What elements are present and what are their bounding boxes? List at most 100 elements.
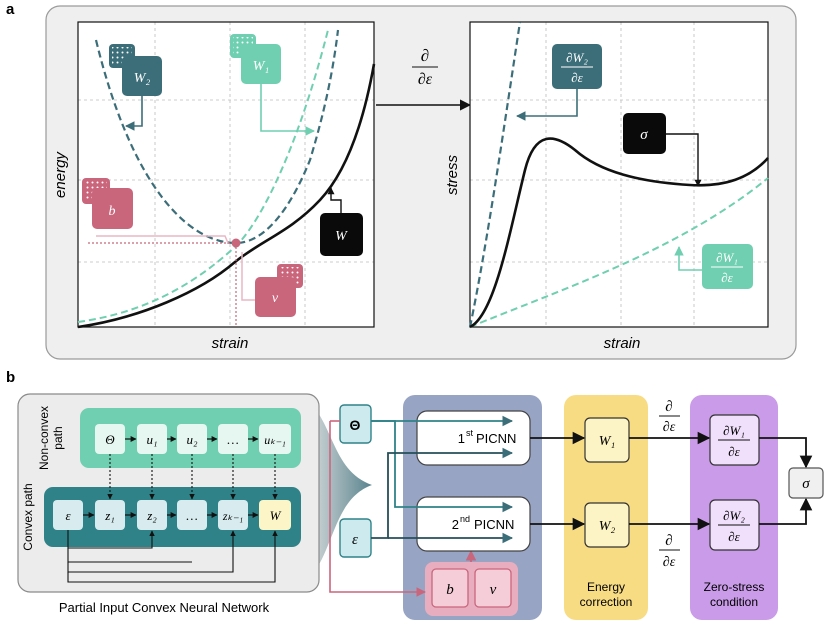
node-u-ellipsis-text: …	[227, 432, 239, 447]
node-eps	[53, 500, 83, 530]
v-tag-text: v	[272, 291, 279, 306]
energy-correction-label-2: correction	[580, 595, 633, 609]
b-tag-text: b	[109, 204, 116, 219]
w1-tag-text: W₁	[253, 59, 270, 74]
nonconvex-label-1: Non-convex	[37, 406, 51, 470]
energy-correction-label-1: Energy	[587, 580, 625, 594]
picnn-title: Partial Input Convex Neural Network	[59, 600, 270, 615]
node-uk-1	[259, 424, 291, 454]
node-uk-1-text: uₖ₋₁	[264, 433, 286, 447]
node-u2-text: u₂	[186, 432, 198, 447]
zs-dw2-den: ∂ε	[728, 529, 740, 544]
w2-tag: W₂	[109, 44, 162, 131]
stress-curve	[469, 137, 769, 329]
nonconvex-nodes: Θ u₁ u₂ … uₖ₋₁	[95, 424, 291, 454]
param-b	[431, 568, 469, 608]
node-zk-1-text: zₖ₋₁	[222, 509, 243, 523]
w-tag-text: W	[335, 229, 348, 244]
zs-dw1-den: ∂ε	[728, 444, 740, 459]
panel-a-derivative: ∂ ∂ε	[376, 46, 472, 111]
node-u1	[137, 424, 167, 454]
node-z1-text: z₁	[104, 508, 115, 523]
b-tag: b	[82, 178, 133, 229]
energy-xlabel: strain	[212, 335, 249, 352]
inputs: Θ ε	[339, 404, 372, 558]
param-v-text: v	[490, 582, 497, 598]
dw2-tag-num: ∂W₂	[566, 50, 588, 65]
w-curve	[77, 63, 376, 329]
input-theta	[339, 404, 372, 444]
convex-label: Convex path	[21, 483, 35, 550]
node-z2	[137, 500, 167, 530]
panel-a-op-den: ∂ε	[418, 71, 433, 88]
second-picnn-text: PICNN	[474, 517, 514, 532]
node-u2	[177, 424, 207, 454]
node-theta	[95, 424, 125, 454]
node-u-ellipsis	[218, 424, 248, 454]
picnn-to-energy	[530, 431, 586, 531]
reference-point	[231, 238, 241, 248]
stress-grid	[470, 22, 768, 327]
input-eps-text: ε	[352, 532, 358, 548]
w-tag: W	[320, 187, 363, 256]
node-u1-text: u₁	[146, 432, 157, 447]
w2-tag-text: W₂	[134, 71, 151, 86]
sigma-tag: σ	[623, 113, 702, 187]
convex-nodes: ε z₁ z₂ … zₖ₋₁ W	[53, 454, 291, 583]
energy-ylabel: energy	[52, 151, 69, 198]
first-picnn-sup: st	[466, 428, 474, 438]
input-theta-text: Θ	[350, 417, 361, 433]
w1-tag: W₁	[230, 34, 315, 136]
nonconvex-label-2: path	[51, 426, 65, 449]
node-z2-text: z₂	[146, 508, 157, 523]
zs-label-1: Zero-stress	[704, 580, 765, 594]
node-w-text: W	[270, 508, 282, 523]
op-top-num: ∂	[665, 399, 672, 415]
dw2-tag-den: ∂ε	[571, 70, 583, 85]
energy-w1-text: W₁	[599, 434, 616, 449]
output-sigma: σ	[788, 467, 824, 499]
dw1-tag: ∂W₁ ∂ε	[674, 244, 753, 289]
output-sigma-text: σ	[802, 476, 810, 492]
zs-dw1-num: ∂W₁	[723, 423, 745, 438]
stress-ylabel: stress	[444, 155, 461, 196]
second-picnn-sup: nd	[460, 514, 470, 524]
param-b-text: b	[446, 582, 454, 598]
panel-a-op-num: ∂	[421, 46, 429, 65]
node-z-ellipsis	[177, 500, 207, 530]
panel-b-label: b	[6, 369, 15, 386]
second-picnn-num: 2	[452, 517, 459, 532]
picnn-box: Non-convex path Convex path Θ u₁ u₂ … uₖ…	[17, 393, 320, 593]
energy-to-zero-stress	[629, 431, 813, 531]
node-z-ellipsis-text: …	[186, 508, 198, 523]
node-z1	[95, 500, 125, 530]
zero-stress-condition: ∂W₁ ∂ε ∂W₂ ∂ε Zero-stress condition	[690, 395, 778, 620]
first-picnn-text: PICNN	[476, 431, 516, 446]
zs-label-2: condition	[710, 595, 758, 609]
dw1-curve	[469, 177, 769, 328]
op-top-den: ∂ε	[663, 420, 676, 435]
dw2-curve	[468, 21, 522, 328]
node-theta-text: Θ	[105, 432, 115, 447]
node-w	[259, 500, 291, 530]
dw1-tag-num: ∂W₁	[716, 250, 738, 265]
stress-xlabel: strain	[604, 335, 641, 352]
dw2-tag: ∂W₂ ∂ε	[516, 44, 602, 121]
zs-dw2-num: ∂W₂	[723, 508, 745, 523]
energy-correction: W₁ W₂ Energy correction	[564, 395, 648, 620]
sigma-tag-text: σ	[640, 127, 648, 143]
v-tag: v	[255, 264, 303, 317]
input-connections	[329, 415, 514, 597]
node-eps-text: ε	[65, 508, 71, 523]
panel-a-label: a	[6, 1, 15, 18]
first-picnn-num: 1	[458, 431, 465, 446]
node-zk-1	[218, 500, 248, 530]
w2-curve	[94, 29, 340, 245]
op-bottom-num: ∂	[665, 533, 672, 549]
derivative-operators: ∂ ∂ε ∂ ∂ε	[659, 399, 680, 570]
op-bottom-den: ∂ε	[663, 555, 676, 570]
energy-w2-text: W₂	[599, 519, 616, 534]
param-v	[474, 568, 512, 608]
dw1-tag-den: ∂ε	[721, 270, 733, 285]
